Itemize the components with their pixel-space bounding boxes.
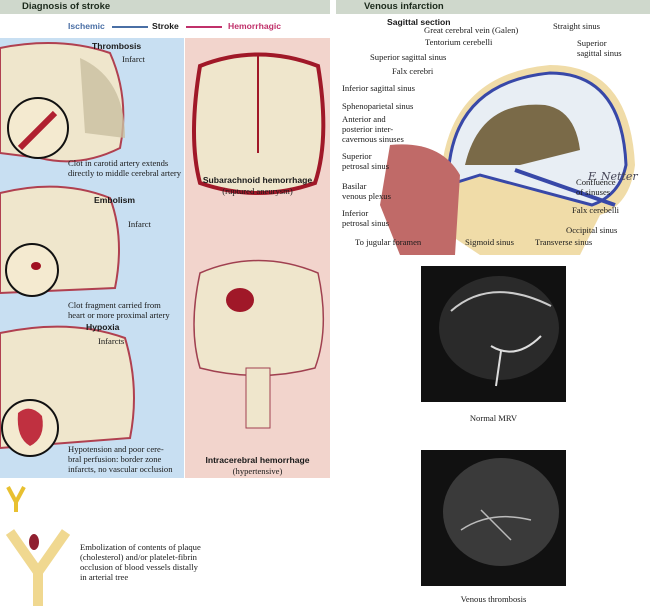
label-basilar-2: venous plexus — [342, 191, 391, 201]
label-falx-cerebelli: Falx cerebelli — [572, 205, 620, 215]
intracerebral-brain — [193, 259, 325, 429]
label-falx-cerebri: Falx cerebri — [392, 66, 434, 76]
hypoxia-infarcts-label: Infarcts — [98, 336, 125, 346]
label-superior-sagittal-r1: Superior — [577, 38, 607, 48]
label-inferior-petrosal-2: petrosal sinus — [342, 218, 390, 228]
label-basilar-1: Basilar — [342, 181, 367, 191]
label-intercavernous-3: cavernous sinuses — [342, 134, 404, 144]
hypoxia-caption-2: bral perfusion: border zone — [68, 454, 162, 464]
thrombosis-infarct-label: Infarct — [122, 54, 145, 64]
embolism-caption-2: heart or more proximal artery — [68, 310, 170, 320]
netter-signature: F. Netter — [587, 170, 638, 183]
normal-mrv-caption: Normal MRV — [469, 413, 518, 423]
hypoxia-brain — [0, 325, 135, 457]
embolism-caption-1: Clot fragment carried from — [68, 300, 161, 310]
label-tentorium: Tentorium cerebelli — [425, 37, 493, 47]
label-superior-petrosal-1: Superior — [342, 151, 372, 161]
label-inferior-petrosal-1: Inferior — [342, 208, 369, 218]
label-confluence-1: Confluence — [576, 177, 616, 187]
header-text: Venous infarction — [364, 1, 444, 12]
hypoxia-caption-3: infarcts, no vascular occlusion — [68, 464, 173, 474]
diagnosis-header: Diagnosis of stroke — [0, 0, 330, 14]
sah-title: Subarachnoid hemorrhage — [202, 175, 313, 185]
stroke-illustrations — [0, 42, 326, 457]
embolism-infarct-label: Infarct — [128, 219, 151, 229]
stroke-label: Stroke — [152, 21, 179, 31]
ischemic-arrow — [112, 26, 148, 28]
hypoxia-title: Hypoxia — [86, 322, 120, 332]
label-sphenoparietal: Sphenoparietal sinus — [342, 101, 414, 111]
embolization-text-2: (cholesterol) and/or platelet-fibrin — [80, 552, 197, 562]
normal-mrv-image — [421, 266, 566, 402]
embolism-brain — [0, 185, 120, 297]
embolization-text-4: in arterial tree — [80, 572, 129, 582]
ich-title: Intracerebral hemorrhage — [205, 455, 310, 465]
thrombosis-caption-1: Clot in carotid artery extends — [68, 158, 169, 168]
label-straight-sinus: Straight sinus — [553, 21, 601, 31]
label-jugular-foramen: To jugular foramen — [355, 237, 422, 247]
venous-thrombosis-caption: Venous thrombosis — [460, 594, 527, 604]
hypoxia-caption-1: Hypotension and poor cere- — [68, 444, 164, 454]
label-superior-sagittal: Superior sagittal sinus — [370, 52, 447, 62]
sagittal-section-title: Sagittal section — [387, 17, 451, 27]
label-transverse-sinus: Transverse sinus — [535, 237, 593, 247]
label-superior-petrosal-2: petrosal sinus — [342, 161, 390, 171]
subarachnoid-brain — [192, 52, 326, 195]
embolization-text-3: occlusion of blood vessels distally — [80, 562, 198, 572]
sah-subtitle: (ruptured aneurysm) — [222, 186, 293, 196]
label-intercavernous-1: Anterior and — [342, 114, 386, 124]
label-great-cerebral-vein: Great cerebral vein (Galen) — [424, 25, 519, 35]
label-occipital-sinus: Occipital sinus — [566, 225, 618, 235]
embolization-text-1: Embolization of contents of plaque — [80, 542, 201, 552]
ich-subtitle: (hypertensive) — [232, 466, 283, 476]
venous-thrombosis-mrv-image — [421, 450, 566, 586]
hemorrhagic-arrow — [186, 26, 222, 28]
label-superior-sagittal-r2: sagittal sinus — [577, 48, 622, 58]
hemorrhagic-label: Hemorrhagic — [228, 21, 282, 31]
thrombosis-caption-2: directly to middle cerebral artery — [68, 168, 182, 178]
header-text: Diagnosis of stroke — [22, 1, 111, 12]
label-inferior-sagittal: Inferior sagittal sinus — [342, 83, 416, 93]
label-sigmoid-sinus: Sigmoid sinus — [465, 237, 514, 247]
thrombosis-brain — [0, 42, 125, 163]
venous-header: Venous infarction — [336, 0, 650, 14]
label-confluence-2: of sinuses — [576, 187, 611, 197]
label-intercavernous-2: posterior inter- — [342, 124, 394, 134]
embolism-title: Embolism — [94, 195, 136, 205]
ischemic-label: Ischemic — [68, 21, 105, 31]
sagittal-head-illustration: F. Netter — [380, 65, 638, 255]
arterial-tree-illustration — [5, 486, 70, 606]
thrombosis-title: Thrombosis — [92, 41, 142, 51]
